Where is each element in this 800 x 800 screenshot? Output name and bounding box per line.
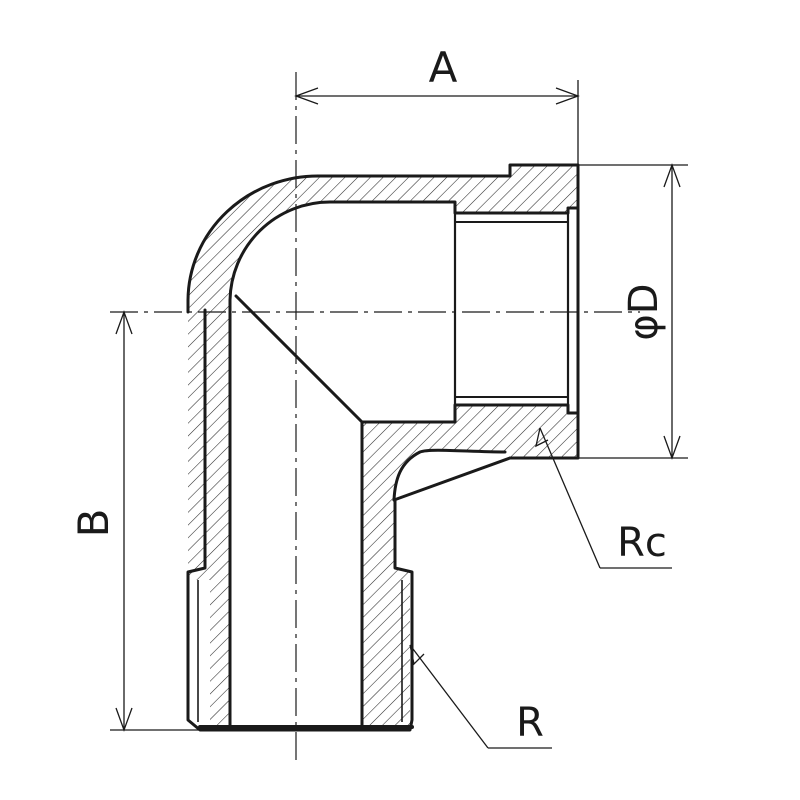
inner-corner-wall [362,405,578,725]
outer-bend-wall [188,165,578,725]
dimension-a [294,80,580,165]
outlet-cavity-end [453,211,570,407]
outlet-lower-inner [360,403,580,424]
leader-rc [535,427,672,569]
dimension-b-label: B [69,509,118,538]
dimension-a-label: A [429,43,458,92]
inner-fillet [392,448,507,502]
leader-r [409,644,552,749]
hatched-sections [188,165,578,725]
outlet-upper-inner [328,200,580,215]
male-thread-lines [197,580,403,722]
fillet-lower-edge [392,456,512,502]
bore-intersection-line [234,294,364,424]
dimension-b [110,310,200,732]
dimension-d [578,163,688,460]
inner-bore-left [228,200,332,728]
left-leg-outer [186,308,414,732]
center-lines [110,72,640,760]
fitting-outline [186,163,580,732]
thread-rc-label: Rc [617,520,667,566]
dimension-d-label: φD [621,283,667,340]
thread-r-label: R [516,700,544,746]
